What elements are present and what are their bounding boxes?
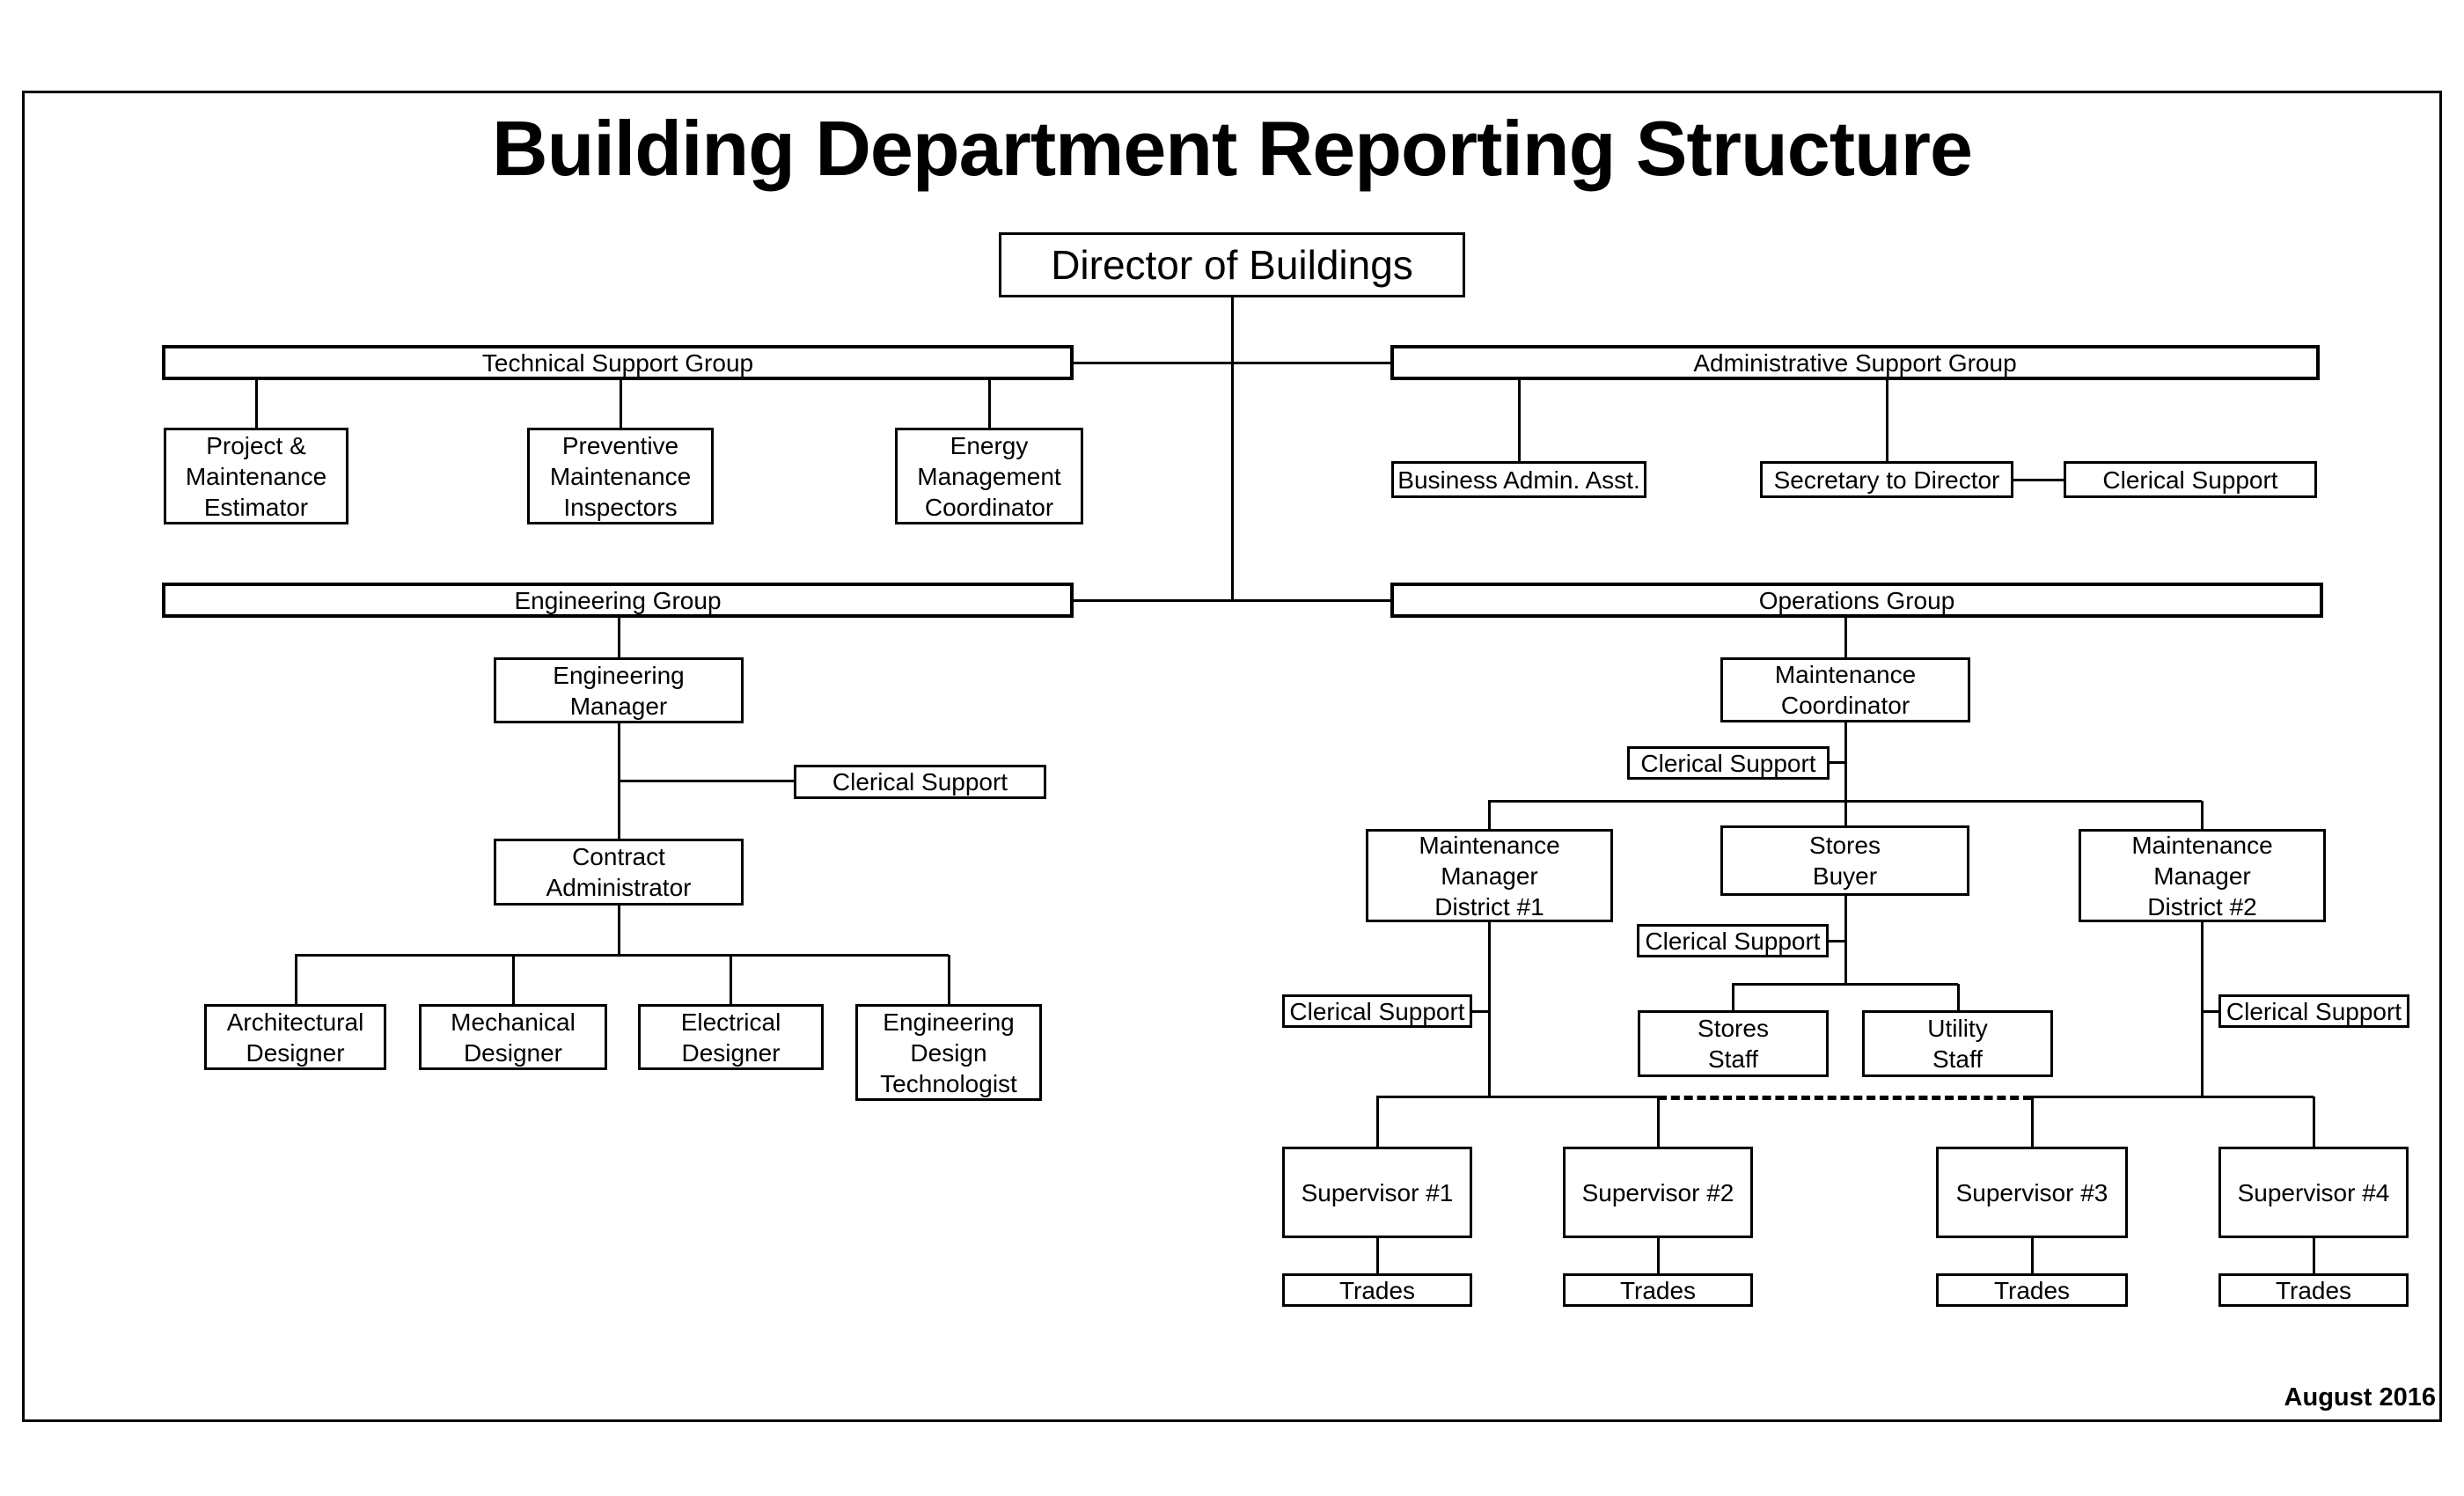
node-clerical-support-admin: Clerical Support	[2064, 461, 2317, 498]
node-clerical-support-engineering: Clerical Support	[794, 765, 1046, 799]
node-preventive-maintenance-inspectors: Preventive Maintenance Inspectors	[527, 428, 714, 524]
node-business-admin-asst: Business Admin. Asst.	[1391, 461, 1646, 498]
node-trades-3: Trades	[1936, 1273, 2128, 1307]
node-supervisor-1: Supervisor #1	[1282, 1147, 1472, 1238]
connector-supervisor-distribution-left	[1376, 1096, 1658, 1098]
connector-district2-clerical-stub	[2201, 1010, 2218, 1013]
connector-stores-staff-drop	[1732, 984, 1734, 1010]
connector-designer-4	[948, 955, 950, 1004]
node-technical-support-group: Technical Support Group	[162, 345, 1074, 380]
node-trades-4: Trades	[2218, 1273, 2409, 1307]
connector-trades-2-drop	[1657, 1238, 1660, 1273]
node-utility-staff: Utility Staff	[1862, 1010, 2053, 1077]
node-trades-1: Trades	[1282, 1273, 1472, 1307]
connector-eng-ops-cross	[1074, 599, 1390, 602]
node-electrical-designer: Electrical Designer	[638, 1004, 824, 1070]
connector-supervisor-3-drop	[2031, 1096, 2034, 1147]
connector-buyer-staff-trunk	[1844, 896, 1847, 984]
connector-designer-1	[295, 955, 297, 1004]
connector-tech-child-1	[255, 380, 258, 428]
connector-contract-dropline	[618, 906, 620, 955]
connector-ops-district1-drop	[1488, 801, 1491, 829]
chart-border	[22, 91, 2442, 1422]
connector-designer-3	[730, 955, 732, 1004]
connector-trades-3-drop	[2031, 1238, 2034, 1273]
connector-engbar-manager	[618, 618, 620, 657]
connector-designer-2	[512, 955, 515, 1004]
node-mechanical-designer: Mechanical Designer	[419, 1004, 607, 1070]
connector-utility-staff-drop	[1957, 984, 1960, 1010]
connector-supervisor-2-drop	[1657, 1096, 1660, 1147]
node-clerical-support-operations: Clerical Support	[1627, 746, 1830, 780]
connector-admin-child-2	[1886, 380, 1888, 461]
connector-tech-child-3	[988, 380, 991, 428]
connector-district1-trunk	[1488, 922, 1491, 1096]
node-clerical-support-district-2: Clerical Support	[2218, 994, 2409, 1028]
connector-opsbar-coordinator	[1844, 618, 1847, 657]
node-secretary-to-director: Secretary to Director	[1760, 461, 2013, 498]
node-trades-2: Trades	[1563, 1273, 1753, 1307]
connector-operations-clerical-stub	[1830, 761, 1845, 764]
node-maintenance-manager-district-1: Maintenance Manager District #1	[1366, 829, 1613, 922]
node-maintenance-coordinator: Maintenance Coordinator	[1720, 657, 1970, 722]
node-engineering-manager: Engineering Manager	[494, 657, 744, 723]
connector-tech-child-2	[620, 380, 622, 428]
connector-ops-district2-drop	[2201, 801, 2204, 829]
node-supervisor-2: Supervisor #2	[1563, 1147, 1753, 1238]
connector-stores-clerical-stub	[1829, 940, 1845, 942]
node-engineering-group: Engineering Group	[162, 583, 1074, 618]
node-clerical-support-stores: Clerical Support	[1637, 924, 1829, 957]
footer-date: August 2016	[2284, 1383, 2436, 1412]
connector-operations-distribution	[1488, 800, 2202, 803]
node-clerical-support-district-1: Clerical Support	[1282, 994, 1472, 1028]
node-maintenance-manager-district-2: Maintenance Manager District #2	[2079, 829, 2326, 922]
node-administrative-support-group: Administrative Support Group	[1390, 345, 2320, 380]
connector-district2-trunk	[2201, 922, 2204, 1096]
connector-district1-clerical-stub	[1472, 1010, 1489, 1013]
node-director-of-buildings: Director of Buildings	[999, 232, 1465, 297]
connector-coordinator-buyer	[1844, 722, 1847, 825]
node-stores-staff: Stores Staff	[1638, 1010, 1829, 1077]
connector-supervisor-distribution-right	[2031, 1096, 2314, 1098]
connector-tech-admin-cross	[1074, 362, 1390, 364]
node-operations-group: Operations Group	[1390, 583, 2323, 618]
connector-trades-1-drop	[1376, 1238, 1379, 1273]
connector-supervisor-1-drop	[1376, 1096, 1379, 1147]
connector-secretary-clerical-stub	[2013, 479, 2064, 481]
node-energy-management-coordinator: Energy Management Coordinator	[895, 428, 1083, 524]
connector-director-trunk	[1231, 297, 1234, 600]
node-contract-administrator: Contract Administrator	[494, 839, 744, 906]
node-project-maintenance-estimator: Project & Maintenance Estimator	[164, 428, 348, 524]
page-title: Building Department Reporting Structure	[492, 105, 1973, 192]
node-supervisor-3: Supervisor #3	[1936, 1147, 2128, 1238]
node-stores-buyer: Stores Buyer	[1720, 825, 1969, 896]
connector-designer-distribution	[295, 954, 949, 957]
node-engineering-design-technologist: Engineering Design Technologist	[855, 1004, 1042, 1101]
node-architectural-designer: Architectural Designer	[204, 1004, 386, 1070]
node-supervisor-4: Supervisor #4	[2218, 1147, 2409, 1238]
connector-admin-child-1	[1518, 380, 1521, 461]
connector-engineering-clerical-stub	[618, 780, 794, 782]
connector-trades-4-drop	[2313, 1238, 2315, 1273]
connector-staff-distribution	[1732, 983, 1958, 986]
connector-supervisor-distribution-dashed	[1658, 1096, 2032, 1100]
connector-supervisor-4-drop	[2313, 1096, 2315, 1147]
